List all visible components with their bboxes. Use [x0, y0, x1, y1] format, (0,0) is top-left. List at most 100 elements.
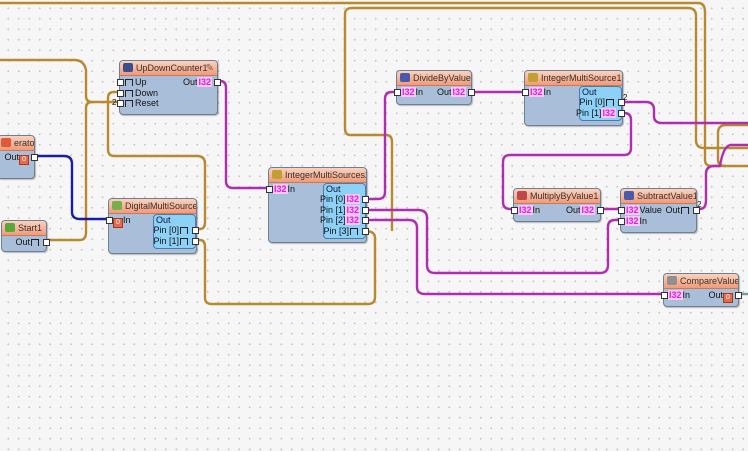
input-pin-in[interactable]: I32In — [618, 215, 647, 226]
pin-connector[interactable] — [735, 292, 742, 299]
component-header[interactable]: IntegerMultiSources2 — [269, 168, 366, 183]
wire-right-loop[interactable] — [716, 123, 748, 168]
pin-connector[interactable] — [266, 186, 273, 193]
output-pin-out[interactable]: OutI32 — [183, 77, 221, 87]
wire-ims1-pin0[interactable] — [621, 100, 748, 125]
multisource-icon — [528, 73, 538, 82]
pin-connector[interactable] — [192, 227, 199, 234]
pin-label: Reset — [135, 98, 159, 108]
input-pin-value[interactable]: I32Value — [618, 205, 662, 215]
component-header[interactable]: MultiplyByValue1 — [514, 189, 600, 204]
wire-ims2-pin2-to-compare[interactable] — [365, 218, 663, 296]
output-panel-title: Out — [582, 87, 597, 97]
pin-connector[interactable] — [618, 207, 625, 214]
input-pin-in[interactable]: I32In — [394, 87, 423, 97]
output-pin-out[interactable]: Out — [665, 205, 700, 215]
input-pin-in[interactable]: I32In — [661, 290, 690, 300]
component-header[interactable]: SubtractValue1 — [621, 189, 696, 204]
component-header[interactable]: CompareValue1 — [664, 274, 738, 289]
pin-label: Up — [135, 77, 147, 87]
output-pin-out[interactable]: OutI32 — [566, 205, 604, 215]
output-pin-pin-0[interactable]: Pin [0] — [153, 225, 199, 235]
digital-pulse-icon — [606, 99, 614, 106]
output-pin-pin-1[interactable]: Pin [1]I32 — [320, 204, 369, 215]
pin-connector[interactable] — [214, 79, 221, 86]
input-pin-reset[interactable]: Reset — [117, 98, 159, 108]
pin-connector[interactable] — [43, 239, 50, 246]
output-pin-pin-1[interactable]: Pin [1]I32 — [575, 107, 625, 118]
pin-label: Pin [1] — [575, 107, 602, 118]
component-header[interactable]: DivideByValue1 — [397, 71, 471, 86]
integer-type-icon: I32 — [197, 77, 212, 87]
settings-icon[interactable]: ✎ — [205, 63, 214, 74]
pin-connector[interactable] — [522, 89, 529, 96]
component-erator1[interactable]: erator1Out0 — [0, 135, 38, 179]
pin-label: Out — [436, 87, 452, 97]
wire-start-to-reset[interactable] — [45, 100, 93, 242]
pin-label: Pin [0] — [319, 194, 346, 204]
pin-connector[interactable] — [117, 79, 124, 86]
component-header[interactable]: IntegerMultiSource1 — [525, 71, 622, 86]
wire-ims2-pin0-to-divide[interactable] — [365, 90, 396, 201]
pin-connector[interactable] — [362, 227, 369, 235]
component-title: IntegerMultiSource1 — [541, 73, 622, 83]
output-pin-pin-3[interactable]: Pin [3] — [323, 226, 369, 236]
pin-connector[interactable] — [511, 207, 518, 214]
start-icon — [5, 223, 15, 232]
input-pin-in[interactable]: I32In — [266, 184, 295, 194]
wire-counter-to-ims2[interactable] — [216, 79, 268, 190]
output-pin-pin-2[interactable]: Pin [2]I32 — [320, 215, 369, 225]
integer-type-icon: I32 — [345, 204, 360, 215]
integer-type-icon: I32 — [518, 205, 533, 215]
pin-connector[interactable] — [597, 207, 604, 214]
pin-connector[interactable] — [117, 89, 124, 97]
wire-generator-to-dms[interactable] — [33, 154, 108, 221]
component-header[interactable]: erator1 — [0, 136, 34, 151]
pin-connector[interactable] — [117, 100, 124, 107]
output-pin-pin-0[interactable]: Pin [0]I32 — [319, 194, 369, 204]
pin-label: In — [532, 205, 541, 215]
pin-connector[interactable] — [362, 217, 369, 224]
pin-connector[interactable] — [661, 292, 668, 299]
input-pin-in[interactable]: I32In — [522, 87, 551, 97]
pin-connector[interactable] — [362, 206, 369, 214]
component-header[interactable]: DigitalMultiSource1 — [109, 199, 196, 214]
pin-connector[interactable] — [192, 237, 199, 245]
digital-pulse-icon — [681, 207, 689, 214]
input-pin-down[interactable]: Down — [117, 88, 158, 98]
component-header[interactable]: UpDownCounter1✎ — [120, 61, 217, 76]
wire-subtract-out[interactable] — [695, 143, 748, 211]
pin-connector[interactable] — [31, 154, 38, 161]
pin-label: Value — [639, 205, 662, 215]
pin-connector[interactable] — [618, 109, 625, 117]
integer-type-icon: I32 — [401, 87, 416, 97]
input-pin-up[interactable]: Up — [117, 77, 147, 87]
component-title: CompareValue1 — [680, 276, 738, 286]
wire-left-to-reset[interactable] — [0, 58, 119, 104]
digital-type-icon: 0 — [723, 293, 733, 303]
pin-connector[interactable] — [106, 217, 113, 224]
input-pin-in[interactable]: I32In — [511, 205, 541, 215]
component-header[interactable]: Start1 — [2, 221, 46, 236]
output-pin-out[interactable]: Out — [15, 237, 50, 247]
output-pin-out[interactable]: OutI32 — [436, 87, 475, 97]
output-pin-pin-1[interactable]: Pin [1] — [153, 236, 199, 246]
wire-top-loop[interactable] — [0, 1, 748, 168]
output-pin-pin-0[interactable]: Pin [0] — [579, 97, 625, 107]
pin-connector[interactable] — [618, 217, 625, 225]
pin-connector[interactable] — [468, 89, 475, 96]
pin-connector[interactable] — [362, 196, 369, 203]
pin-connector[interactable] — [394, 89, 401, 96]
